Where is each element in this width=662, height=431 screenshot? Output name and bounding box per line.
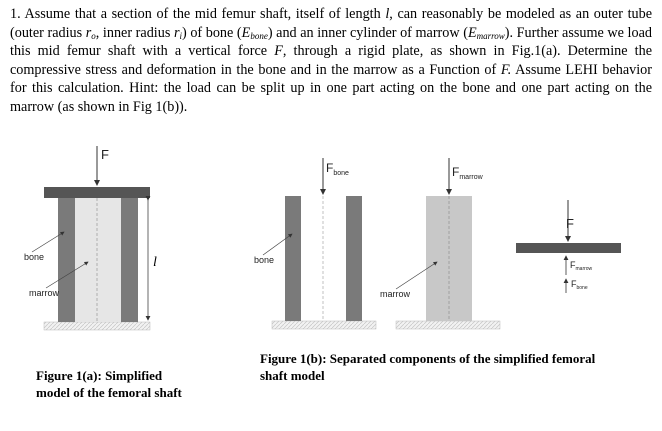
bone-label-b: bone: [254, 255, 274, 265]
caption-a-line1: Figure 1(a): Simplified: [36, 368, 163, 383]
marrow-label-b: marrow: [380, 289, 411, 299]
caption-b-line2: shaft model: [260, 368, 325, 383]
bone-left-b: [285, 196, 301, 321]
force-bone-label: Fbone: [326, 161, 349, 177]
bone-right-b: [346, 196, 362, 321]
force-label-a: F: [101, 147, 109, 162]
bone-left-a: [58, 198, 75, 322]
bone-label-a: bone: [24, 252, 44, 262]
ground-a: [43, 321, 151, 331]
ground-b-bone: [271, 320, 377, 330]
problem-paragraph: 1. Assume that a section of the mid femu…: [10, 6, 652, 115]
figure-1b-marrow: Fmarrow marrow: [380, 158, 501, 330]
bone-leader-b: [262, 233, 293, 256]
figure-1a: F l bone marrow: [24, 146, 157, 331]
plate-marrow-label: Fmarrow: [570, 260, 593, 272]
bone-right-a: [121, 198, 138, 322]
marrow-leader-a: [45, 261, 89, 289]
plate-force-label: F: [566, 216, 574, 231]
plate-a: [44, 187, 150, 198]
length-label-a: l: [153, 255, 157, 270]
caption-a-line2: model of the femoral shaft: [36, 385, 182, 400]
marrow-a: [75, 198, 121, 322]
figure-1a-caption: Figure 1(a): Simplified model of the fem…: [36, 367, 226, 401]
force-marrow-label: Fmarrow: [452, 165, 484, 181]
ground-b-marrow: [395, 320, 501, 330]
bone-leader-a: [31, 231, 65, 253]
problem-statement: 1. Assume that a section of the mid femu…: [10, 5, 652, 117]
figure-1b-plate: F Fmarrow Fbone: [516, 200, 621, 293]
plate-b: [516, 243, 621, 253]
figure-1b-bone: Fbone bone: [254, 158, 377, 330]
caption-b-line1: Figure 1(b): Separated components of the…: [260, 351, 596, 366]
figure-1b-caption: Figure 1(b): Separated components of the…: [260, 350, 620, 384]
marrow-leader-b: [395, 261, 438, 290]
marrow-label-a: marrow: [29, 288, 60, 298]
plate-bone-label: Fbone: [571, 279, 588, 291]
